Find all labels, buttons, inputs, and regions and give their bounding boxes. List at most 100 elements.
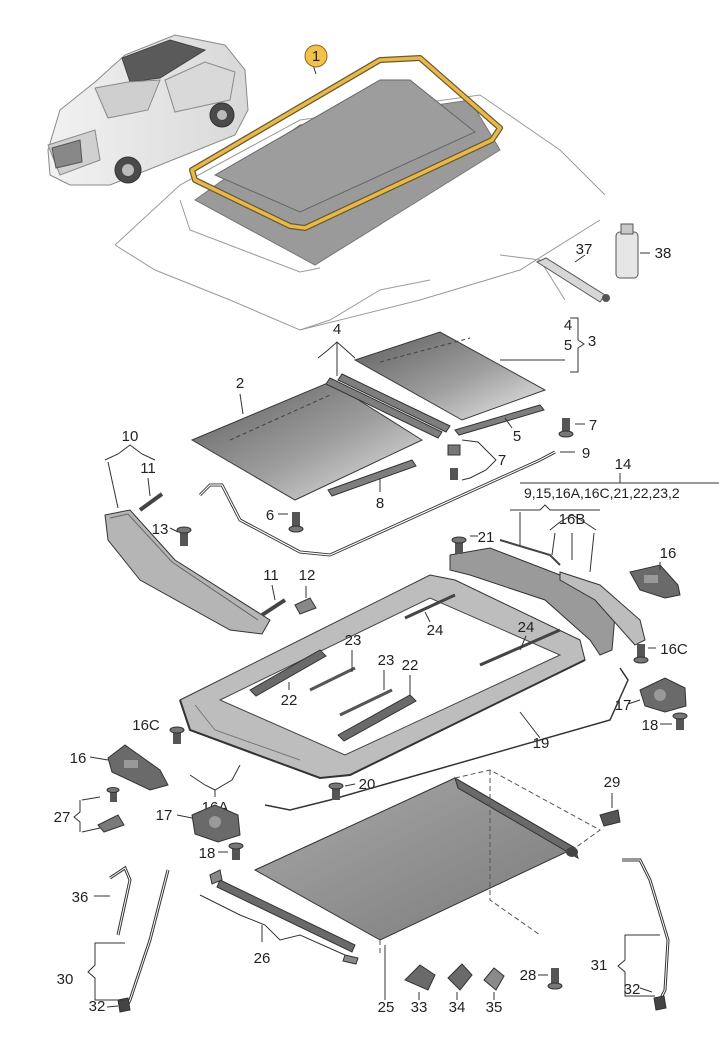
screw-20 [328, 782, 344, 800]
clip-7-left [447, 444, 461, 480]
label-32-left: 32 [89, 998, 106, 1015]
label-1: 1 [312, 48, 320, 65]
sunshade-part-25 [253, 776, 579, 941]
clip-27 [97, 814, 125, 833]
glass-panel-rear [353, 331, 547, 421]
screw-16c-left [169, 726, 185, 744]
sunroof-frame [179, 574, 586, 780]
rod-part-11-top [138, 492, 164, 512]
vehicle-thumbnail [47, 34, 249, 186]
label-16c-left: 16C [132, 717, 160, 734]
label-12: 12 [299, 567, 316, 584]
label-24a: 24 [427, 622, 444, 639]
label-7a: 7 [589, 417, 597, 434]
motor-part-17-right [639, 677, 687, 713]
screw-18-left [228, 842, 244, 860]
clip-part-12 [294, 597, 317, 615]
label-18-right: 18 [642, 717, 659, 734]
screw-6 [288, 512, 304, 533]
rod-23-right [339, 688, 393, 717]
screw-28 [547, 968, 563, 990]
strip-part-5 [454, 404, 545, 436]
label-3: 3 [588, 333, 596, 350]
hose-part-31 [622, 858, 670, 1001]
label-21: 21 [478, 529, 495, 546]
drive-mechanism-assembly [449, 539, 646, 656]
screw-29 [599, 809, 621, 827]
cleaner-bottle-38 [615, 223, 639, 279]
label-23a: 23 [345, 632, 362, 649]
glass-panel-front-part-2 [190, 381, 424, 501]
bracket-part-16-top [629, 564, 681, 599]
screw-18-right [672, 712, 688, 730]
seal-frame-part-1 [189, 55, 503, 231]
label-6: 6 [266, 507, 274, 524]
label-16-left: 16 [70, 750, 87, 767]
screw-16c-right [633, 644, 649, 664]
label-34: 34 [449, 999, 466, 1016]
rail-part-26 [216, 879, 356, 953]
label-37: 37 [576, 241, 593, 258]
label-8: 8 [376, 495, 384, 512]
label-27: 27 [54, 809, 71, 826]
guide-rail-22-left [249, 649, 327, 697]
label-5a: 5 [564, 337, 572, 354]
screw-21 [451, 536, 467, 554]
label-7b: 7 [498, 452, 506, 469]
wind-deflector-part-10 [104, 509, 271, 635]
rail-24-right [479, 628, 561, 667]
label-23b: 23 [378, 652, 395, 669]
clip-part-33 [404, 964, 436, 991]
clip-part-35 [483, 967, 505, 991]
screw-13 [176, 526, 192, 546]
label-14: 14 [615, 456, 632, 473]
label-17-left: 17 [156, 807, 173, 824]
strip-part-8 [327, 459, 417, 497]
label-25: 25 [378, 999, 395, 1016]
label-35: 35 [486, 999, 503, 1016]
hose-part-30 [123, 869, 170, 1011]
label-9: 9 [582, 445, 590, 462]
label-13: 13 [152, 521, 169, 538]
callout-badge-1 [304, 44, 328, 68]
label-2: 2 [236, 375, 244, 392]
label-31: 31 [591, 957, 608, 974]
label-32-right: 32 [624, 981, 641, 998]
bracket-part-16-left [107, 744, 169, 791]
clip-part-34 [447, 963, 473, 991]
label-30: 30 [57, 971, 74, 988]
label-18-left: 18 [199, 845, 216, 862]
label-19: 19 [533, 735, 550, 752]
rod-23-left [309, 666, 356, 692]
label-22b: 22 [402, 657, 419, 674]
rod-part-11-bottom [260, 598, 287, 617]
label-11a: 11 [140, 460, 156, 477]
guide-rail-22-right [337, 694, 417, 742]
label-11b: 11 [263, 567, 279, 584]
rail-24-top [404, 593, 456, 620]
label-4a: 4 [333, 321, 341, 338]
motor-part-17-left [191, 804, 241, 843]
cable-part-19 [264, 667, 629, 811]
screw-7-right [558, 418, 574, 438]
label-24b: 24 [518, 619, 535, 636]
label-29: 29 [604, 774, 621, 791]
label-16-top: 16 [660, 545, 677, 562]
screw-27 [106, 787, 120, 802]
label-4b: 4 [564, 317, 572, 334]
label-20: 20 [359, 776, 376, 793]
label-14-sublist: 9,15,16A,16C,21,22,23,2 [524, 485, 680, 501]
label-38: 38 [655, 245, 672, 262]
label-10: 10 [122, 428, 139, 445]
label-5b: 5 [513, 428, 521, 445]
label-22a: 22 [281, 692, 298, 709]
grease-tube-37 [535, 257, 610, 303]
label-26: 26 [254, 950, 271, 967]
label-28: 28 [520, 967, 537, 984]
label-33: 33 [411, 999, 428, 1016]
seal-strips-4 [325, 373, 451, 439]
label-16b: 16B [559, 511, 586, 528]
label-16c-right: 16C [660, 641, 688, 658]
label-36: 36 [72, 889, 89, 906]
